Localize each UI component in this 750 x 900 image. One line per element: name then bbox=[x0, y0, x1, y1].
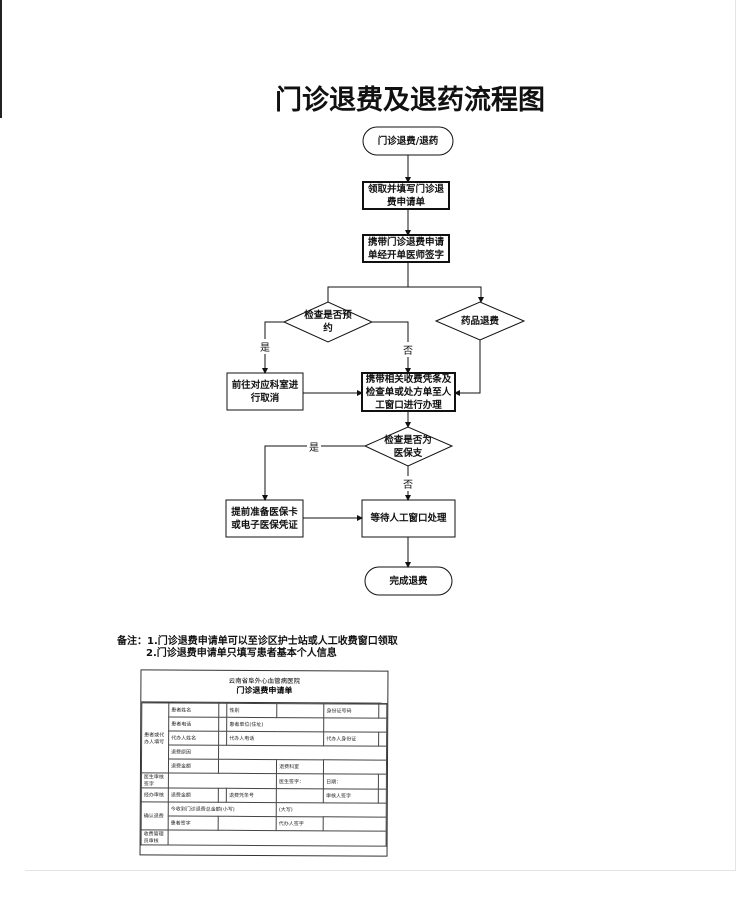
form-cell: 患者姓名 bbox=[168, 703, 219, 718]
step2-box bbox=[362, 234, 450, 263]
start-node-text: 门诊退费/退药 bbox=[377, 135, 439, 147]
no-label-exam: 否 bbox=[403, 342, 413, 357]
decision-insurance-diamond bbox=[363, 426, 454, 467]
form-cell: 代办人签字 bbox=[276, 816, 324, 831]
left-border bbox=[0, 0, 2, 118]
prepare-text: 提前准备医保卡或电子医保凭证 bbox=[231, 506, 298, 531]
form-cell: 患者电话 bbox=[168, 717, 219, 732]
refund-application-form-image: 云南省阜外心血管病医院 门诊退费申请单 患者或代办人填写患者姓名性别身份证号码 … bbox=[139, 669, 389, 857]
form-cell: 性别 bbox=[226, 703, 277, 718]
form-cell: 退费金额 bbox=[168, 759, 219, 774]
form-cell: 确认退费 bbox=[141, 801, 169, 830]
form-cell: 医生签字： bbox=[276, 773, 324, 789]
form-cell: 代办人姓名 bbox=[168, 731, 219, 746]
wait-text: 等待人工窗口处理 bbox=[370, 513, 447, 524]
form-cell: 退费原因 bbox=[168, 745, 219, 760]
form-cell: 退费科室 bbox=[276, 759, 324, 774]
form-cell: 今收到门诊退费总金额(小写) bbox=[168, 801, 277, 817]
decision-drug-diamond bbox=[434, 301, 526, 341]
form-cell: 身份证号码 bbox=[323, 703, 379, 719]
form-cell: 患者签字 bbox=[168, 815, 219, 831]
form-cell: 收费管理员审核 bbox=[141, 829, 169, 845]
form-cell: 审核人签字 bbox=[323, 788, 379, 804]
form-cell: 患者或代办人填写 bbox=[141, 702, 169, 773]
prepare-box bbox=[225, 499, 304, 538]
form-cell: 退费凭条号 bbox=[226, 788, 277, 803]
form-cell: 代办人身份证 bbox=[323, 731, 379, 747]
form-cell: 患者单位(住址) bbox=[226, 717, 324, 732]
cancel-text: 前往对应科室进行取消 bbox=[231, 379, 299, 404]
step1-box bbox=[362, 181, 450, 210]
no-label-insurance: 否 bbox=[403, 476, 413, 491]
form-cell: 代办人电话 bbox=[226, 731, 324, 746]
wait-box bbox=[361, 499, 456, 538]
yes-label-insurance: 是 bbox=[307, 439, 321, 454]
note-1: 备注：1.门诊退费申请单可以至诊区护士站或人工收费窗口领取 bbox=[117, 636, 398, 647]
notes: 备注：1.门诊退费申请单可以至诊区护士站或人工收费窗口领取 2.门诊退费申请单只… bbox=[117, 636, 398, 660]
form-cell: 退费金额 bbox=[168, 787, 219, 803]
form-cell: 医生审核签字 bbox=[141, 772, 169, 788]
form-cell: (大写) bbox=[276, 802, 387, 818]
end-node-text: 完成退费 bbox=[389, 575, 428, 587]
step2-text: 携带门诊退费申请单经开单医师签字 bbox=[367, 236, 444, 261]
form-cell: 经办审核 bbox=[141, 787, 169, 802]
decision-drug-text: 药品退费 bbox=[460, 315, 499, 327]
form-title: 门诊退费申请单 bbox=[236, 685, 293, 696]
form-header: 云南省阜外心血管病医院 门诊退费申请单 bbox=[141, 670, 388, 704]
page-title: 门诊退费及退药流程图 bbox=[275, 85, 545, 116]
note-2: 2.门诊退费申请单只填写患者基本个人信息 bbox=[146, 648, 337, 659]
yes-label-exam: 是 bbox=[260, 339, 270, 354]
form-cell: 日期： bbox=[323, 773, 379, 790]
decision-exam-text: 检查是否预约 bbox=[304, 310, 352, 334]
form-table: 患者或代办人填写患者姓名性别身份证号码 患者电话患者单位(住址) 代办人姓名代办… bbox=[141, 702, 388, 847]
decision-insurance-text: 检查是否为医保支 bbox=[384, 434, 432, 459]
step1-text: 领取并填写门诊退费申请单 bbox=[367, 183, 444, 208]
counter-text: 携带相关收费凭条及检查单或处方单至人工窗口进行办理 bbox=[365, 373, 452, 411]
page-frame bbox=[25, 0, 736, 871]
